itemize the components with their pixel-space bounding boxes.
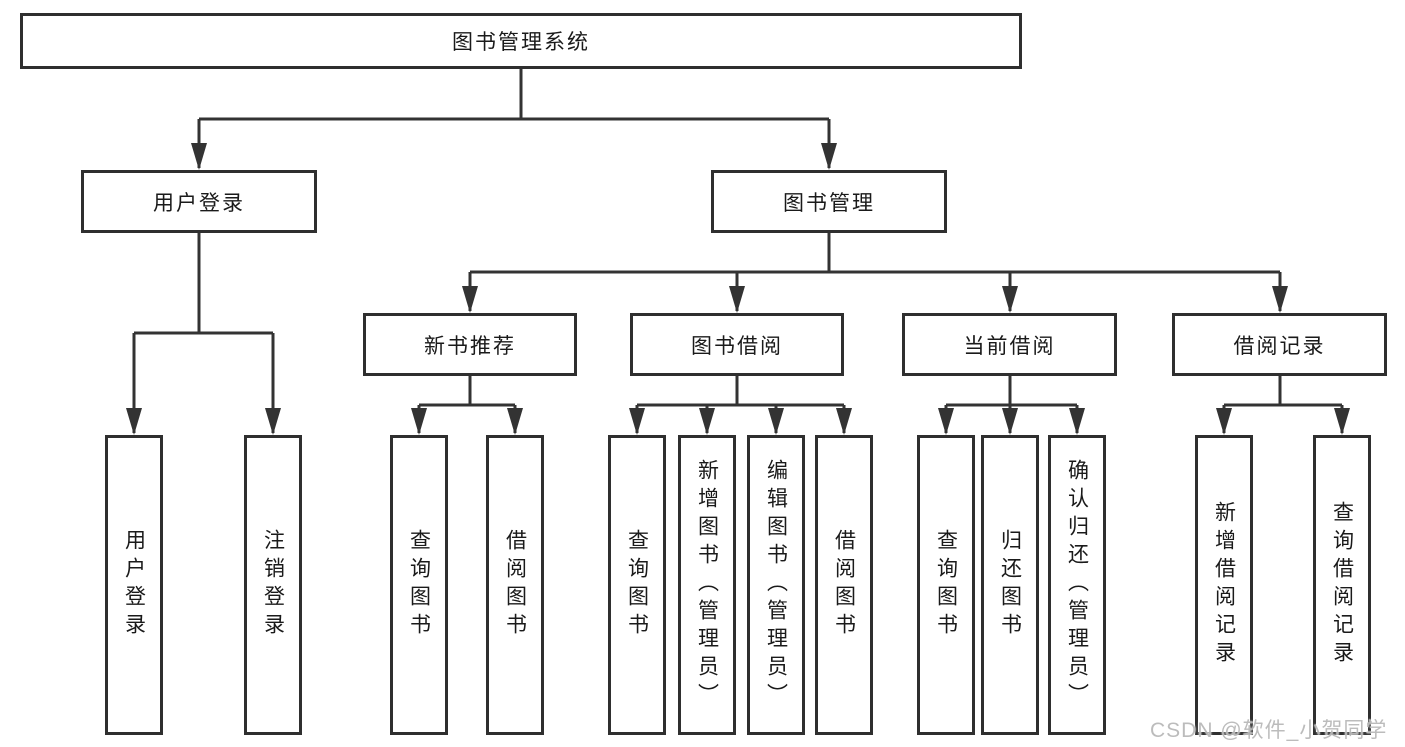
arrowhead-icon [1002, 408, 1018, 435]
node-current-borrow: 当前借阅 [902, 313, 1117, 376]
arrowhead-icon [191, 143, 207, 170]
node-borrow-records: 借阅记录 [1172, 313, 1387, 376]
node-current-borrow-label: 当前借阅 [963, 334, 1056, 358]
arrowhead-icon [699, 408, 715, 435]
leaf-label: 查询图书 [407, 529, 431, 641]
connector-newbook-to-leaves [411, 376, 523, 435]
connector-borrow-to-leaves [629, 376, 852, 435]
arrowhead-icon [1216, 408, 1232, 435]
arrowhead-icon [938, 408, 954, 435]
leaf-label: 查询图书 [934, 529, 958, 641]
leaf-add-borrow-record: 新增借阅记录 [1195, 435, 1253, 735]
arrowhead-icon [1272, 286, 1288, 313]
connector-current-to-leaves [938, 376, 1085, 435]
connector-records-to-leaves [1216, 376, 1350, 435]
leaf-query-borrow-record: 查询借阅记录 [1313, 435, 1371, 735]
node-root: 图书管理系统 [20, 13, 1022, 69]
leaf-query-books: 查询图书 [608, 435, 666, 735]
leaf-query-books: 查询图书 [917, 435, 975, 735]
leaf-label: 归还图书 [998, 529, 1022, 641]
arrowhead-icon [768, 408, 784, 435]
arrowhead-icon [411, 408, 427, 435]
arrowhead-icon [629, 408, 645, 435]
leaf-return-books: 归还图书 [981, 435, 1039, 735]
leaf-label: 查询借阅记录 [1330, 501, 1354, 669]
arrowhead-icon [126, 408, 142, 435]
leaf-label: 注销登录 [261, 529, 285, 641]
node-user-login: 用户登录 [81, 170, 317, 233]
arrowhead-icon [507, 408, 523, 435]
leaf-query-books: 查询图书 [390, 435, 448, 735]
node-book-management-label: 图书管理 [783, 191, 875, 215]
arrowhead-icon [1002, 286, 1018, 313]
leaf-borrow-books: 借阅图书 [815, 435, 873, 735]
node-book-management: 图书管理 [711, 170, 947, 233]
leaf-user-login: 用户登录 [105, 435, 163, 735]
leaf-borrow-books: 借阅图书 [486, 435, 544, 735]
node-user-login-label: 用户登录 [153, 191, 245, 215]
leaf-confirm-return-admin: 确认归还（管理员） [1048, 435, 1106, 735]
node-borrow-records-label: 借阅记录 [1233, 334, 1326, 358]
node-book-borrow-label: 图书借阅 [691, 334, 783, 358]
leaf-label: 确认归还（管理员） [1065, 459, 1089, 711]
arrowhead-icon [1334, 408, 1350, 435]
connector-userlogin-to-leaves [126, 233, 281, 435]
leaf-add-books-admin: 新增图书（管理员） [678, 435, 736, 735]
leaf-label: 借阅图书 [503, 529, 527, 641]
leaf-label: 借阅图书 [832, 529, 856, 641]
leaf-label: 新增图书（管理员） [695, 459, 719, 711]
connector-root-to-level2 [191, 69, 837, 170]
arrowhead-icon [729, 286, 745, 313]
leaf-logout: 注销登录 [244, 435, 302, 735]
csdn-watermark: CSDN @软件_小贺同学 [1150, 719, 1388, 742]
arrowhead-icon [836, 408, 852, 435]
leaf-edit-books-admin: 编辑图书（管理员） [747, 435, 805, 735]
arrowhead-icon [462, 286, 478, 313]
leaf-label: 新增借阅记录 [1212, 501, 1236, 669]
arrowhead-icon [265, 408, 281, 435]
arrowhead-icon [1069, 408, 1085, 435]
node-root-label: 图书管理系统 [452, 31, 590, 54]
node-new-book-recommend: 新书推荐 [363, 313, 577, 376]
leaf-label: 用户登录 [122, 529, 146, 641]
node-book-borrow: 图书借阅 [630, 313, 844, 376]
node-new-book-recommend-label: 新书推荐 [424, 334, 516, 358]
arrowhead-icon [821, 143, 837, 170]
leaf-label: 查询图书 [625, 529, 649, 641]
leaf-label: 编辑图书（管理员） [764, 459, 788, 711]
connector-bookmgmt-to-level3 [462, 233, 1288, 313]
